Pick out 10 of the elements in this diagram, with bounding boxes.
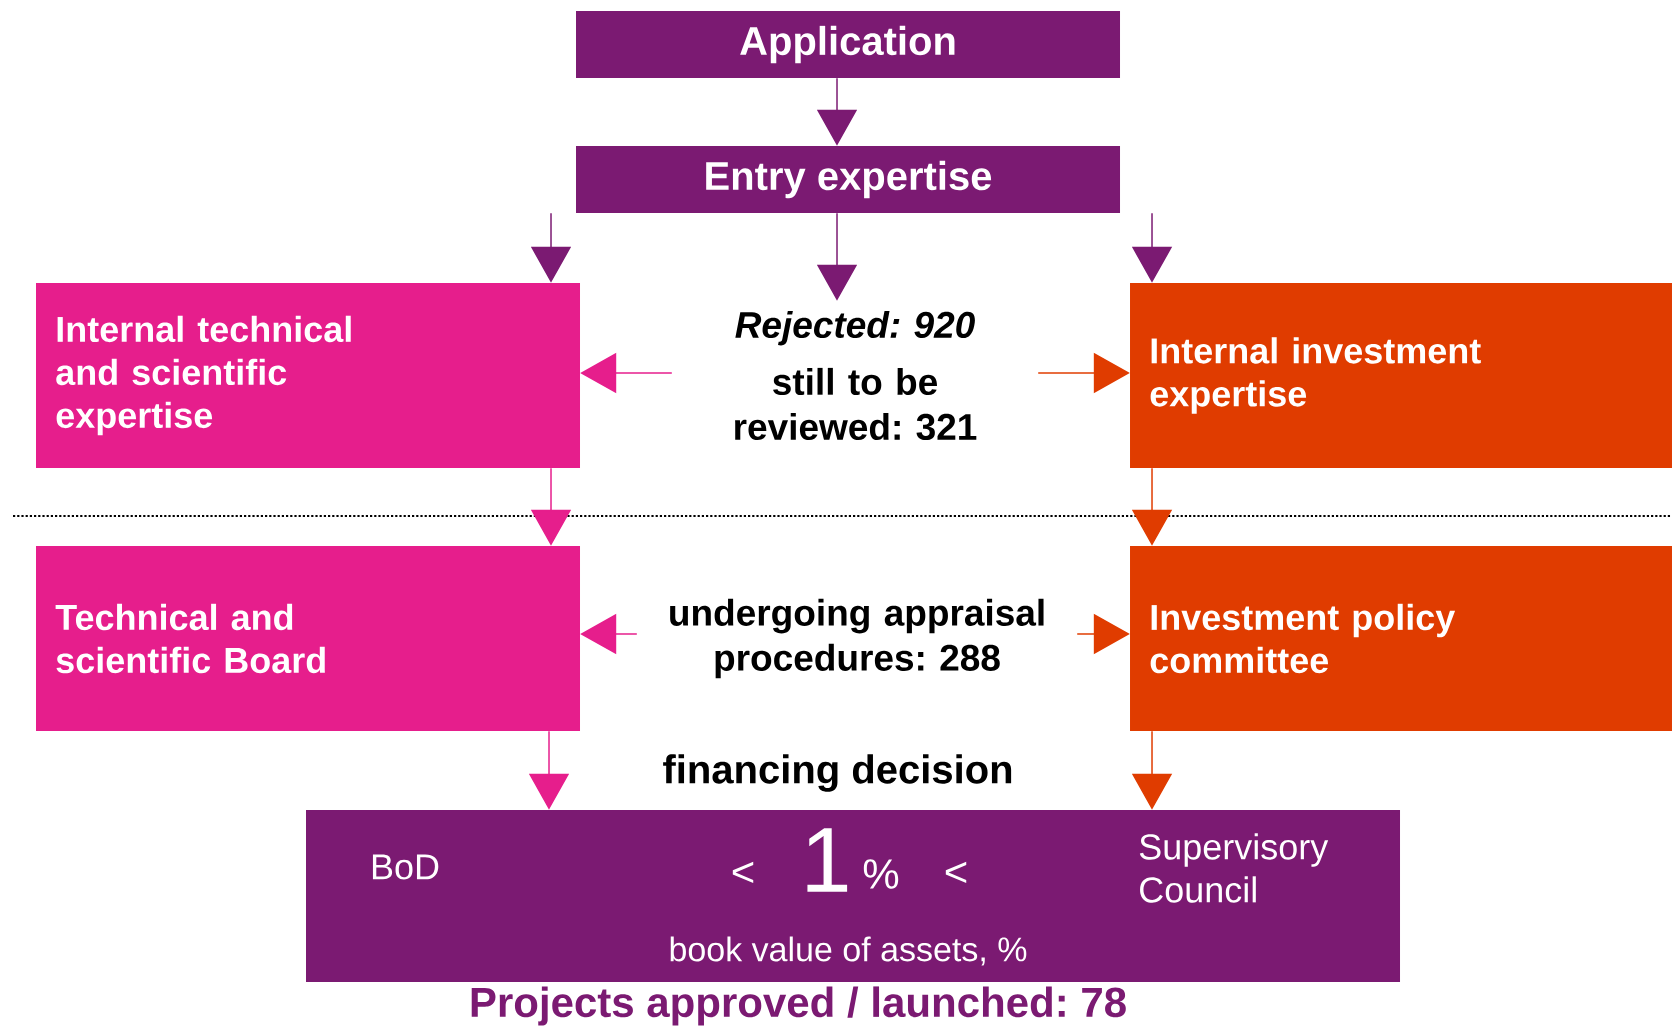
decision-box: BoD < 1 % < Supervisory Council book value of assets, % — [306, 810, 1400, 982]
process-box: Investment policy committee — [1130, 546, 1672, 731]
status-text: undergoing appraisal procedures: 288 — [670, 598, 1044, 679]
process-box: Application — [576, 11, 1120, 78]
status-text: Rejected: 920 still to be reviewed: 321 — [735, 310, 977, 441]
process-box: Internal technical and scientific expertise — [36, 283, 580, 468]
stage-label: financing decision — [663, 754, 1012, 792]
process-box: Technical and scientific Board — [36, 546, 580, 731]
process-box: Internal investment expertise — [1130, 283, 1672, 468]
caption: Projects approved / launched: 78 — [471, 986, 1126, 1026]
